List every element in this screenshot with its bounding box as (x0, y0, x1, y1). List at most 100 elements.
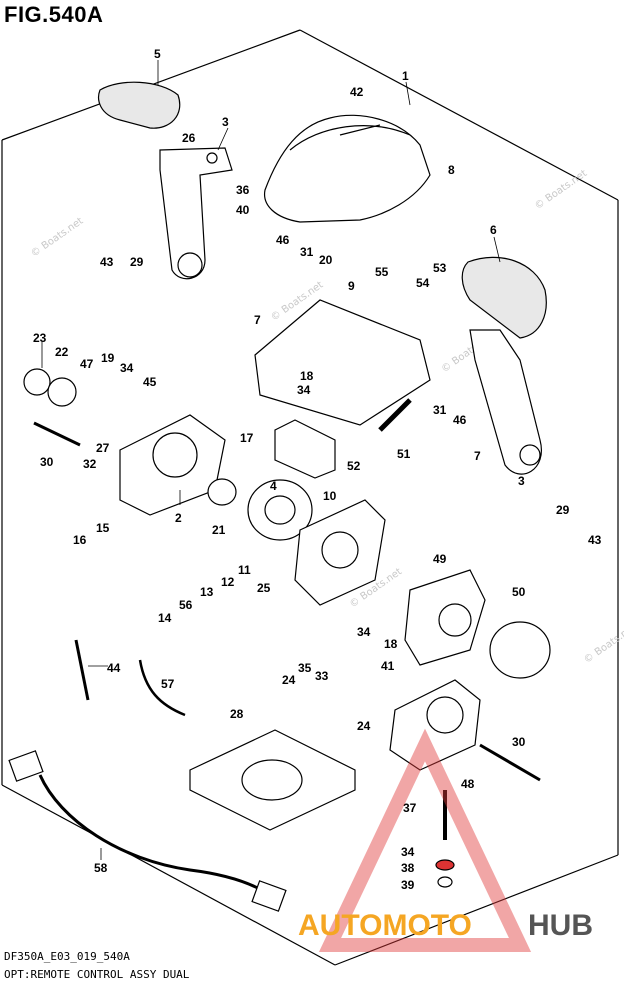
handle-grip-part (98, 81, 181, 129)
callout-label: 32 (83, 457, 97, 471)
watermark: © Boats.net (533, 168, 589, 212)
brand-text-main: AUTOMOTO (298, 909, 472, 942)
callout-label: 24 (282, 673, 296, 687)
callout-label: 50 (512, 585, 526, 599)
callout-label: 3 (518, 474, 525, 488)
callout-label: 34 (357, 625, 371, 639)
bolt-part (479, 743, 541, 782)
callout-label: 54 (416, 276, 430, 290)
callout-label: 26 (182, 131, 196, 145)
callout-label: 34 (120, 361, 134, 375)
callout-label: 57 (161, 677, 175, 691)
callout-label: 9 (348, 279, 355, 293)
washer-part (435, 859, 455, 871)
callout-label: 44 (107, 661, 121, 675)
brand-text-hub: HUB (528, 909, 593, 942)
callout-labels: 1 42 5 26 3 36 40 8 43 29 46 31 20 6 7 5… (33, 47, 602, 892)
callout-label: 4 (270, 479, 277, 493)
cover-part (264, 114, 431, 223)
leader-lines (41, 60, 501, 860)
callout-label: 2 (175, 511, 182, 525)
callout-label: 35 (298, 661, 312, 675)
callout-label: 42 (350, 85, 364, 99)
callout-label: 51 (397, 447, 411, 461)
callout-label: 58 (94, 861, 108, 875)
ring-part (23, 368, 51, 396)
callout-label: 34 (297, 383, 311, 397)
logo-triangle (318, 728, 532, 952)
callout-label: 14 (158, 611, 172, 625)
lever-arm-part (159, 147, 233, 280)
callout-label: 24 (357, 719, 371, 733)
callout-label: 31 (300, 245, 314, 259)
callout-label: 20 (319, 253, 333, 267)
callout-label: 48 (461, 777, 475, 791)
callout-label: 49 (433, 552, 447, 566)
callout-label: 30 (512, 735, 526, 749)
callout-label: 33 (315, 669, 329, 683)
callout-label: 3 (222, 115, 229, 129)
callout-label: 22 (55, 345, 69, 359)
callout-label: 38 (401, 861, 415, 875)
callout-label: 6 (490, 223, 497, 237)
callout-label: 11 (238, 563, 251, 577)
callout-label: 5 (154, 47, 161, 61)
callout-label: 45 (143, 375, 157, 389)
automotohub-logo: AUTOMOTO HUB (298, 728, 593, 952)
callout-label: 28 (230, 707, 244, 721)
callout-label: 1 (402, 69, 409, 83)
callout-label: 23 (33, 331, 47, 345)
callout-label: 37 (403, 801, 417, 815)
lever-arm-part (469, 329, 542, 475)
callout-label: 10 (323, 489, 337, 503)
callout-label: 43 (588, 533, 602, 547)
watermark: © Boats.net (29, 216, 85, 260)
callout-label: 36 (236, 183, 250, 197)
tray-part (254, 299, 431, 426)
callout-label: 21 (212, 523, 226, 537)
callout-label: 7 (254, 313, 261, 327)
callout-label: 29 (130, 255, 144, 269)
callout-label: 16 (73, 533, 87, 547)
bolt-part (33, 421, 81, 447)
callout-label: 53 (433, 261, 447, 275)
callout-label: 25 (257, 581, 271, 595)
cable-tie-part (74, 639, 90, 701)
callout-label: 52 (347, 459, 361, 473)
callout-label: 55 (375, 265, 389, 279)
callout-label: 7 (474, 449, 481, 463)
callout-label: 17 (240, 431, 254, 445)
handle-grip-part (461, 256, 547, 339)
figure-caption: OPT:REMOTE CONTROL ASSY DUAL (4, 968, 190, 981)
callout-label: 29 (556, 503, 570, 517)
callout-label: 41 (381, 659, 395, 673)
callout-label: 12 (221, 575, 235, 589)
callout-label: 46 (453, 413, 467, 427)
callout-label: 43 (100, 255, 114, 269)
callout-label: 13 (200, 585, 214, 599)
callout-label: 56 (179, 598, 193, 612)
ring-part (47, 377, 77, 407)
rod-part (378, 398, 412, 432)
ring-part (207, 478, 237, 506)
callout-label: 8 (448, 163, 455, 177)
callout-label: 39 (401, 878, 415, 892)
parts (8, 81, 551, 912)
nut-part (437, 876, 453, 888)
callout-label: 27 (96, 441, 110, 455)
pad-part (274, 419, 336, 479)
callout-label: 18 (300, 369, 314, 383)
callout-label: 18 (384, 637, 398, 651)
callout-label: 30 (40, 455, 54, 469)
gear-part (489, 621, 551, 679)
callout-label: 34 (401, 845, 415, 859)
callout-label: 19 (101, 351, 115, 365)
figure-code: DF350A_E03_019_540A (4, 950, 130, 963)
callout-label: 46 (276, 233, 290, 247)
callout-label: 40 (236, 203, 250, 217)
harness-part (138, 659, 186, 717)
callout-label: 47 (80, 357, 94, 371)
figure-title: FIG.540A (4, 2, 104, 27)
callout-label: 15 (96, 521, 110, 535)
